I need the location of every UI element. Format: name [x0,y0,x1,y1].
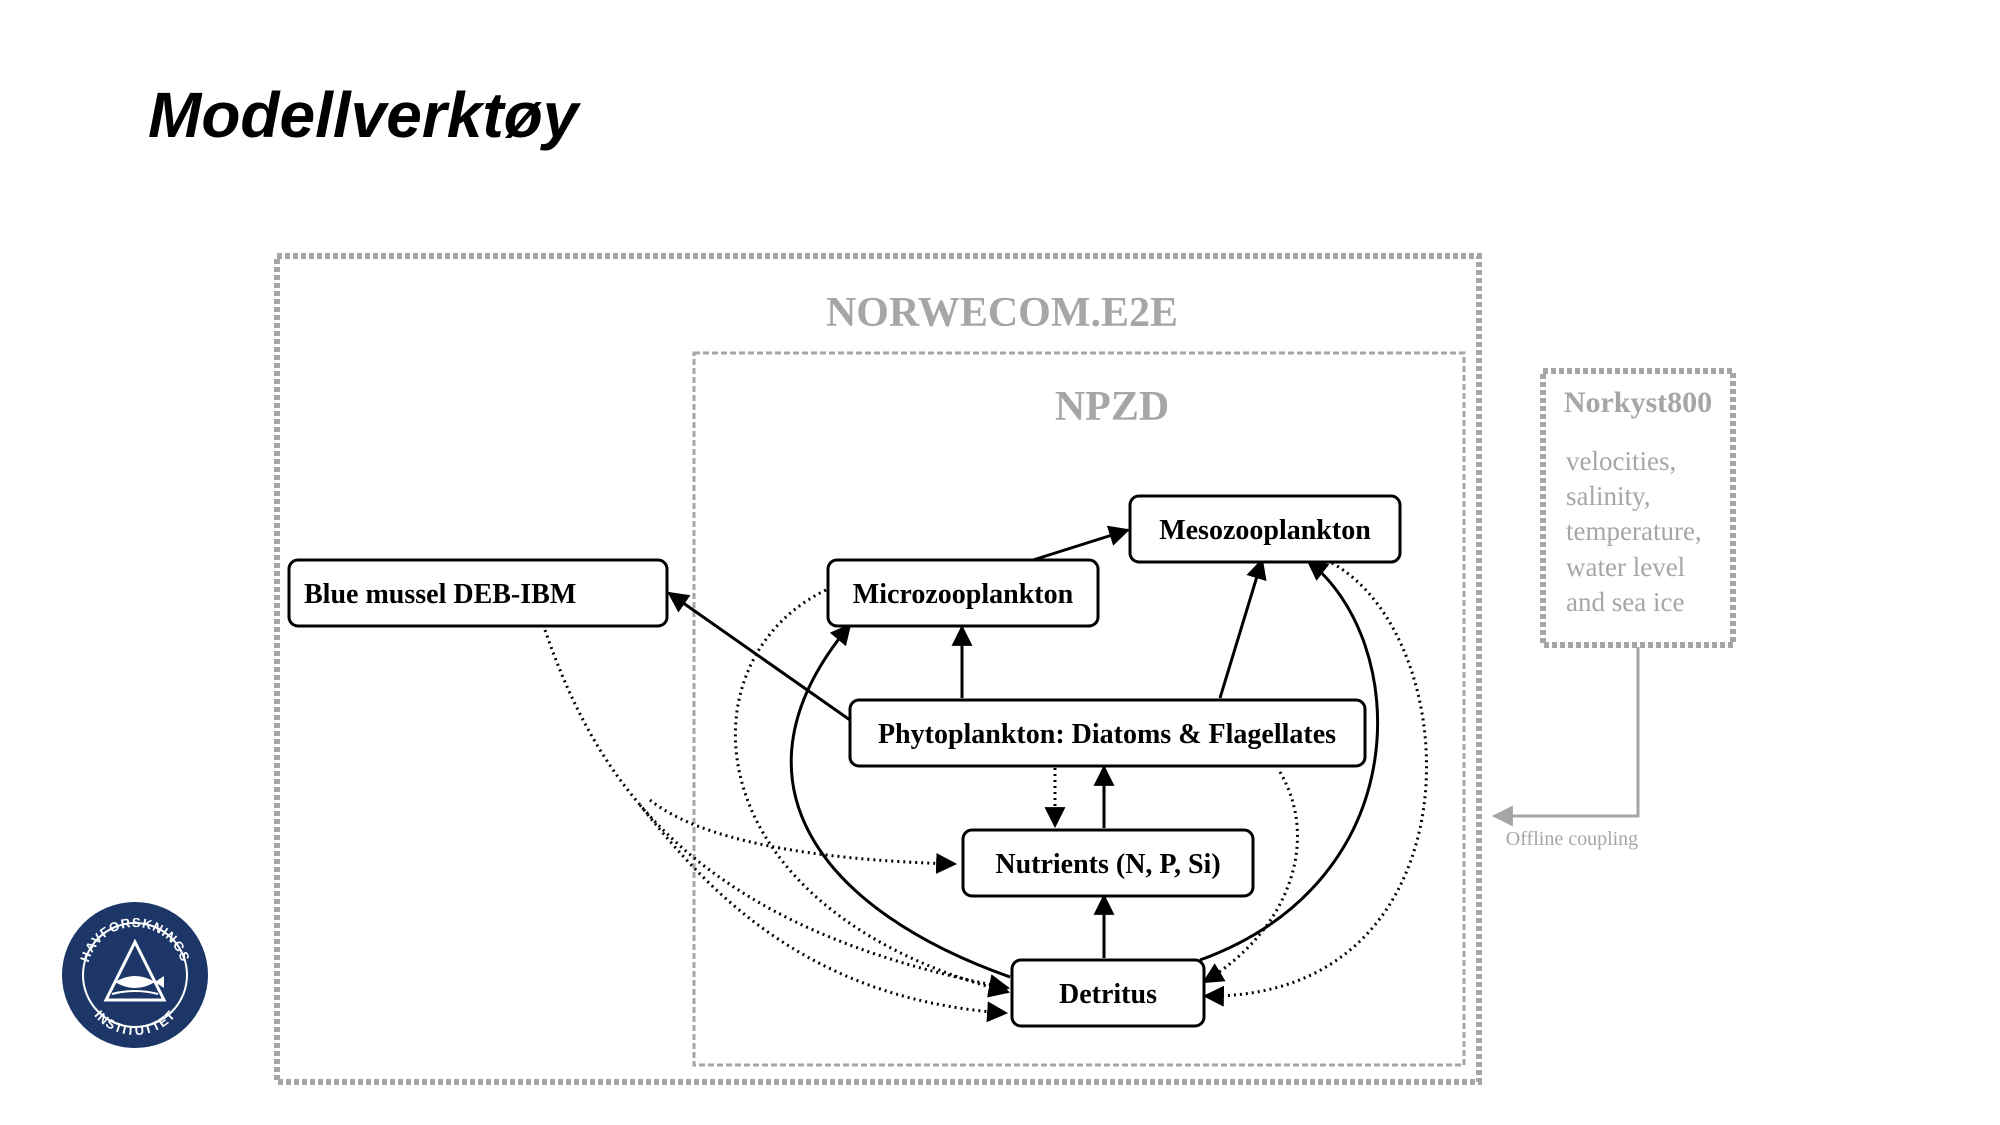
npzd-label: NPZD [1055,384,1169,430]
node-nutrients: Nutrients (N, P, Si) [961,828,1255,898]
node-microzooplankton: Microzooplankton [826,558,1100,628]
norwecom-label: NORWECOM.E2E [826,290,1178,336]
npzd-frame [692,351,1466,1067]
dotted-flows [543,561,1428,1023]
norkyst-line-1: velocities, [1566,446,1676,476]
micro-to-meso-arrow [1032,525,1131,562]
node-mesozooplankton: Mesozooplankton [1128,494,1402,564]
offline-coupling-arrow [1491,647,1640,827]
mussel-to-detritus-dotted-arrow-a [543,629,1011,995]
havforskningsinstituttet-logo: HAVFORSKNINGS INSTITUTTET [62,902,208,1048]
phyto-to-meso-arrow [1218,557,1267,699]
solid-flows [667,525,1379,979]
norkyst-line-4: water level [1566,552,1685,582]
node-phytoplankton-label: Phytoplankton: Diatoms & Flagellates [878,719,1336,750]
node-phytoplankton: Phytoplankton: Diatoms & Flagellates [848,698,1367,768]
mussel-to-detritus-dotted-arrow-b [638,804,1009,1023]
norkyst-title: Norkyst800 [1564,386,1712,419]
slide-title: Modellverktøy [148,79,579,151]
mussel-to-nutrients-dotted-arrow [649,798,958,874]
offline-coupling-label: Offline coupling [1506,828,1638,850]
node-nutrients-label: Nutrients (N, P, Si) [995,849,1220,880]
node-mesozooplankton-label: Mesozooplankton [1159,515,1371,546]
norwecom-frame [274,253,1482,1085]
phyto-to-mussel-arrow [667,591,851,722]
norkyst-line-5: and sea ice [1566,587,1684,617]
detritus-to-meso-arrow [1199,559,1379,962]
node-detritus-label: Detritus [1059,979,1157,1010]
norkyst-line-3: temperature, [1566,516,1702,546]
node-blue-mussel: Blue mussel DEB-IBM [287,558,669,628]
node-microzooplankton-label: Microzooplankton [853,579,1074,610]
node-blue-mussel-label: Blue mussel DEB-IBM [304,579,576,610]
meso-to-detritus-dotted-arrow [1202,561,1428,1007]
norkyst-line-2: salinity, [1566,481,1651,511]
logo-triangle-icon [103,938,167,1002]
micro-to-detritus-dotted-arrow [733,588,1011,998]
detritus-to-micro-arrow [789,623,1011,979]
node-detritus: Detritus [1010,958,1206,1028]
phyto-to-detritus-dotted-arrow [1202,771,1299,984]
